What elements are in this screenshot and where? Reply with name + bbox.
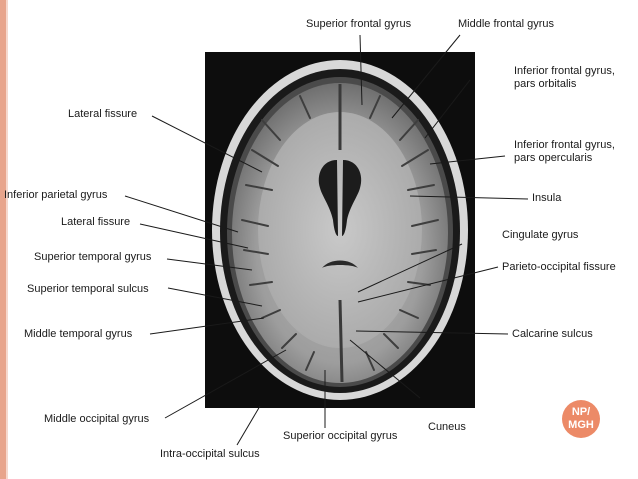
label-cuneus: Cuneus (428, 421, 466, 433)
badge-line1: NP/ (571, 406, 591, 418)
label-middle-frontal-gyrus: Middle frontal gyrus (458, 18, 554, 30)
label-pars-opercularis-line1: Inferior frontal gyrus, (514, 139, 615, 151)
badge-line2: MGH (568, 419, 594, 431)
label-calcarine-sulcus: Calcarine sulcus (512, 328, 593, 340)
decorative-sidebar (0, 0, 6, 479)
interhemispheric-fissure-back (338, 299, 344, 383)
label-inferior-parietal-gyrus: Inferior parietal gyrus (4, 189, 108, 201)
ventricle-left (318, 160, 338, 236)
posterior-horn (322, 260, 358, 268)
source-badge: NP/ MGH (562, 400, 600, 438)
label-pars-orbitalis: Inferior frontal gyrus, pars orbitalis (514, 65, 615, 91)
label-lateral-fissure-top: Lateral fissure (68, 108, 138, 120)
label-superior-temporal-sulcus: Superior temporal sulcus (27, 283, 149, 295)
sulci (241, 95, 439, 371)
label-lateral-fissure-mid: Lateral fissure (61, 216, 131, 228)
label-superior-occipital-gyrus: Superior occipital gyrus (283, 430, 398, 442)
label-parieto-occipital-fissure: Parieto-occipital fissure (502, 261, 616, 273)
label-superior-temporal-gyrus: Superior temporal gyrus (34, 251, 152, 263)
ventricle-right (342, 160, 362, 236)
label-intra-occipital-sulcus: Intra-occipital sulcus (160, 448, 260, 460)
decorative-sidebar-inner (6, 0, 8, 479)
label-cingulate-gyrus: Cingulate gyrus (502, 229, 579, 241)
label-pars-orbitalis-line2: pars orbitalis (514, 78, 577, 90)
label-superior-frontal-gyrus: Superior frontal gyrus (306, 18, 412, 30)
label-insula: Insula (532, 192, 562, 204)
label-pars-opercularis-line2: pars opercularis (514, 152, 593, 164)
label-pars-orbitalis-line1: Inferior frontal gyrus, (514, 65, 615, 77)
label-middle-occipital-gyrus: Middle occipital gyrus (44, 413, 150, 425)
label-pars-opercularis: Inferior frontal gyrus, pars opercularis (514, 139, 615, 165)
label-middle-temporal-gyrus: Middle temporal gyrus (24, 328, 133, 340)
